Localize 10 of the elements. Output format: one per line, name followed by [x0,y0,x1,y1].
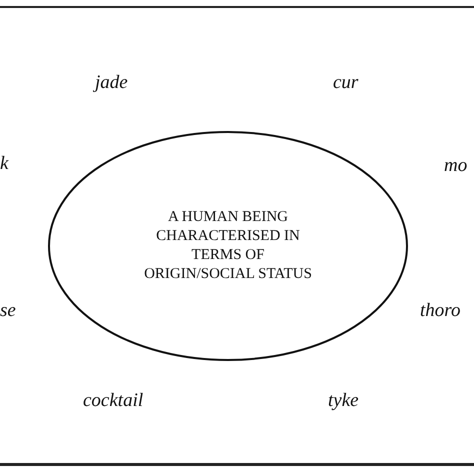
term-label: k [0,153,8,175]
term-label: mo [444,155,468,177]
ellipse-node [47,130,409,362]
node-text: A HUMAN BEING CHARACTERISED IN TERMS OF ORIGIN/SOCIAL STATUS [143,208,313,284]
term-label: jade [95,72,128,94]
term-label: cocktail [83,390,144,412]
term-label: thoro [420,300,460,322]
term-label: tyke [328,390,359,412]
term-label: cur [333,72,358,94]
term-label: se [0,300,16,322]
